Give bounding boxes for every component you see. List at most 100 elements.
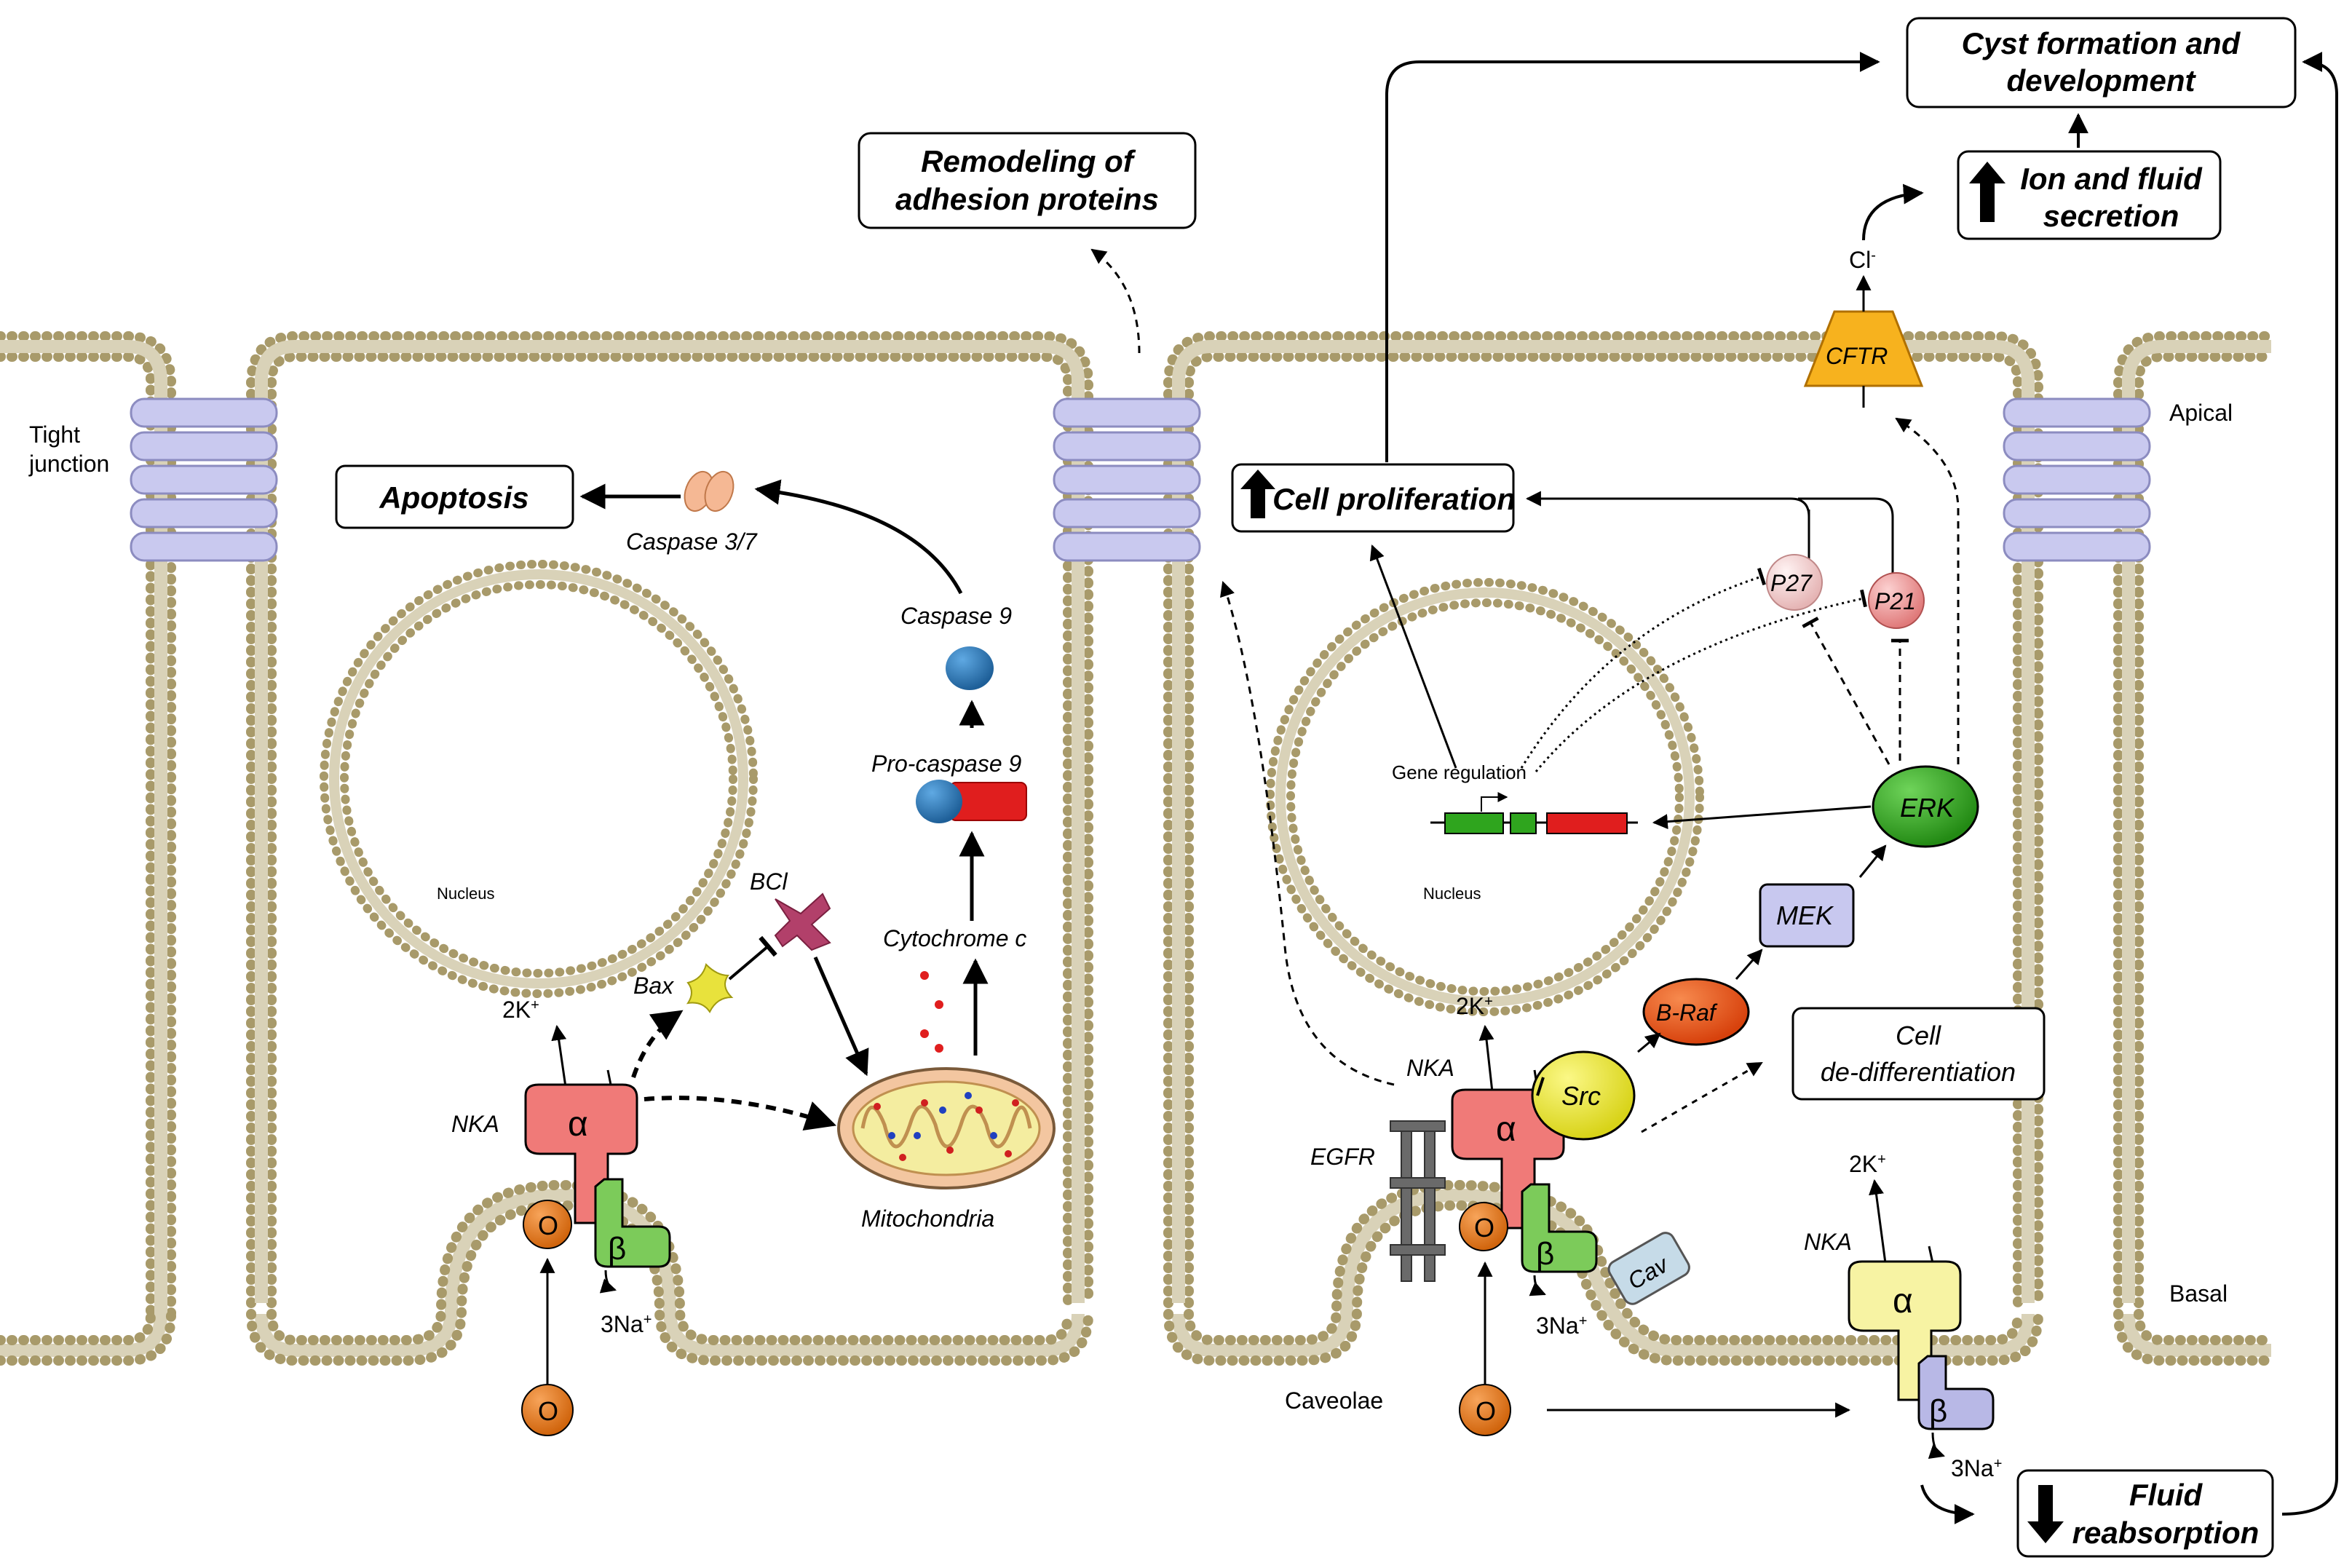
arrow-nka-to-junction xyxy=(1220,581,1395,1086)
bcl-inhibits-bax xyxy=(728,935,777,981)
nucleus-right-membrane xyxy=(1266,578,1704,1016)
ouabain-bound-left-label: O xyxy=(538,1211,558,1240)
cftr-channel xyxy=(1803,310,1924,387)
apical-membrane xyxy=(0,331,2276,1323)
svg-text:Apoptosis: Apoptosis xyxy=(379,480,528,515)
fluid-reabsorption-box: Fluid reabsorption xyxy=(2016,1469,2274,1558)
p21-icon xyxy=(1868,572,1925,629)
ouabain-free-left xyxy=(521,1384,574,1436)
beta-subunit-left xyxy=(594,1178,671,1268)
svg-text:reabsorption: reabsorption xyxy=(2072,1516,2260,1550)
nka-right-label: NKA xyxy=(1804,1229,1852,1255)
tight-junction-middle xyxy=(1053,397,1201,562)
caspase9-icon xyxy=(946,646,994,690)
k-left-label: 2K+ xyxy=(502,997,539,1023)
arrow-nka-to-bax xyxy=(631,1010,684,1078)
svg-text:adhesion proteins: adhesion proteins xyxy=(895,182,1159,216)
arrow-prolif-to-cyst xyxy=(1385,52,1880,462)
arrow-bcl-to-mito xyxy=(813,956,869,1077)
arrow-to-remodeling xyxy=(1090,248,1141,354)
apoptosis-box: Apoptosis xyxy=(335,464,574,529)
tight-junction-right xyxy=(2003,397,2151,562)
alpha-subunit-right xyxy=(1848,1260,1962,1401)
ouabain-bound-left xyxy=(523,1200,572,1249)
p21-label: P21 xyxy=(1874,588,1916,614)
ouabain-bound-mid xyxy=(1459,1202,1508,1251)
alpha-subunit-mid xyxy=(1451,1088,1565,1230)
arrow-cl-to-secretion xyxy=(1862,183,1924,241)
tight-junction-label: Tight xyxy=(29,421,80,448)
bax-label: Bax xyxy=(633,973,674,999)
ouabain-free-left-label: O xyxy=(538,1396,558,1426)
ion-fluid-secretion-box: Ion and fluid secretion xyxy=(1957,150,2222,240)
caveolae-label: Caveolae xyxy=(1285,1387,1383,1414)
remodeling-box: Remodeling of adhesion proteins xyxy=(858,132,1197,229)
k-right-label: 2K+ xyxy=(1849,1151,1886,1177)
p27-label: P27 xyxy=(1770,570,1813,596)
basal-label: Basal xyxy=(2169,1280,2228,1307)
arrow-erk-to-gene xyxy=(1652,805,1872,830)
na-right-arrow xyxy=(1928,1432,1945,1459)
nka-mid-label: NKA xyxy=(1406,1055,1454,1081)
svg-text:Cell: Cell xyxy=(1896,1021,1941,1050)
beta-subunit-right xyxy=(1917,1355,1995,1430)
mek-label: MEK xyxy=(1776,900,1834,930)
bcl-label: BCl xyxy=(750,868,788,895)
alpha-left-label: α xyxy=(568,1105,588,1144)
nka-left-label: NKA xyxy=(451,1111,499,1137)
na-right-label: 3Na+ xyxy=(1951,1455,2002,1481)
arrow-na-to-fluid xyxy=(1920,1484,1975,1524)
arrow-nka-to-mito xyxy=(644,1096,836,1131)
svg-text:de-differentiation: de-differentiation xyxy=(1821,1057,2016,1087)
down-arrow-icon xyxy=(2027,1485,2064,1543)
na-left-arrow xyxy=(599,1270,617,1294)
alpha-mid-label: α xyxy=(1496,1110,1516,1149)
src-tick xyxy=(1536,1077,1545,1096)
mitochondria-label: Mitochondria xyxy=(861,1205,994,1232)
egfr-receptor xyxy=(1390,1120,1446,1282)
cftr-label: CFTR xyxy=(1826,343,1888,369)
tss-arrow xyxy=(1481,792,1508,812)
svg-text:Cyst formation and: Cyst formation and xyxy=(1962,26,2241,60)
bcl-icon xyxy=(774,892,831,951)
svg-text:Cell proliferation: Cell proliferation xyxy=(1272,482,1516,516)
procaspase9-label: Pro-caspase 9 xyxy=(871,751,1022,777)
bax-icon xyxy=(686,963,734,1013)
tight-junction-label-2: junction xyxy=(28,451,109,477)
beta-mid-label: β xyxy=(1536,1236,1554,1272)
caspase37-label: Caspase 3/7 xyxy=(626,528,758,555)
arrow-braf-to-mek xyxy=(1735,949,1763,980)
k-right-arrow xyxy=(1869,1179,1887,1264)
nka-right-tick xyxy=(1928,1246,1934,1264)
arrow-gene-to-prolif xyxy=(1369,545,1457,769)
erk-icon xyxy=(1872,765,1979,848)
cav-icon xyxy=(1607,1232,1690,1305)
na-mid-arrow xyxy=(1529,1275,1546,1296)
braf-icon xyxy=(1642,978,1750,1046)
erk-inhibits-p27 xyxy=(1802,617,1890,765)
gene-construct xyxy=(1430,812,1638,834)
cytochrome-dots xyxy=(920,971,943,1053)
gene-to-p21 xyxy=(1535,589,1867,772)
svg-text:secretion: secretion xyxy=(2043,199,2179,233)
up-arrow-icon xyxy=(1969,162,2005,222)
src-label: Src xyxy=(1561,1081,1601,1111)
arrow-src-to-braf xyxy=(1637,1032,1661,1053)
cell-proliferation-box: Cell proliferation xyxy=(1231,463,1516,533)
ouabain-bound-mid-label: O xyxy=(1474,1213,1494,1243)
mitochondria-icon xyxy=(837,1067,1056,1189)
gene-regulation-label: Gene regulation xyxy=(1392,761,1527,783)
alpha-subunit-left xyxy=(524,1083,638,1224)
caspase37-icon xyxy=(684,470,734,512)
k-mid-arrow xyxy=(1478,1024,1494,1093)
arrow-caspase9-to-caspase37 xyxy=(754,479,963,595)
svg-text:Remodeling of: Remodeling of xyxy=(921,144,1136,178)
cytochrome-c-label: Cytochrome c xyxy=(883,925,1026,951)
beta-right-label: β xyxy=(1929,1393,1947,1429)
svg-text:Fluid: Fluid xyxy=(2129,1478,2203,1512)
gene-to-p27 xyxy=(1520,567,1766,769)
arrow-mek-to-erk xyxy=(1858,844,1887,878)
arrow-p27p21-to-prolif xyxy=(1525,491,1810,564)
tight-junction-left xyxy=(130,397,278,562)
